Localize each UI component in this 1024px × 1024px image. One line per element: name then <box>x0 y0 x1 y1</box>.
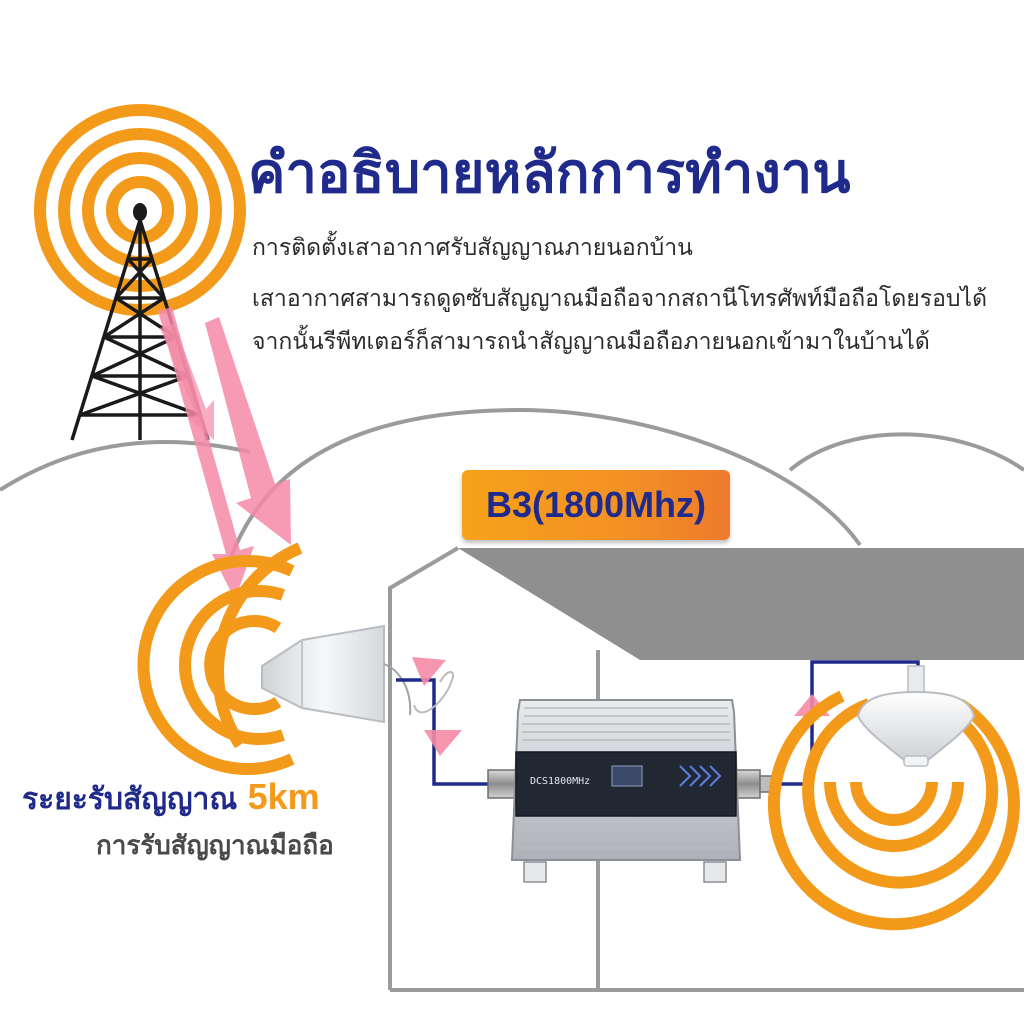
ceiling-antenna-icon <box>856 665 976 767</box>
device-chevrons <box>679 765 722 787</box>
frequency-band-badge: B3(1800Mhz) <box>462 470 730 540</box>
indoor-signal-rings-icon <box>767 690 1020 931</box>
tower-beacon <box>133 203 147 221</box>
description-line-2: เสาอากาศสามารถดูดซับสัญญาณมือถือจากสถานี… <box>252 286 988 312</box>
cable-wire <box>413 671 454 714</box>
page-title: คำอธิบายหลักการทำงาน <box>248 141 851 206</box>
repeater-device-icon: DCS1800MHz <box>487 699 773 883</box>
device-model-label: DCS1800MHz <box>530 776 590 787</box>
range-label: ระยะรับสัญญาณ <box>22 782 238 817</box>
range-caption: การรับสัญญาณมือถือ <box>96 831 334 861</box>
house-roof <box>458 548 1024 660</box>
signal-arrow-3 <box>160 323 214 440</box>
outdoor-signal-rings-icon <box>137 542 303 775</box>
hills-background <box>0 407 1024 561</box>
description-line-3: จากนั้นรีพีทเตอร์ก็สามารถนำสัญญาณมือถือภ… <box>252 329 930 355</box>
range-value: 5km <box>247 776 320 817</box>
signal-arrow-2 <box>205 317 291 545</box>
cable-direction-arrows-left <box>412 657 462 756</box>
device-lcd <box>611 765 643 787</box>
outdoor-antenna-icon <box>261 624 412 724</box>
range-heading: ระยะรับสัญญาณ 5km <box>22 775 320 822</box>
description-line-1: การติดตั้งเสาอากาศรับสัญญาณภายนอกบ้าน <box>252 235 693 261</box>
cell-tower-icon <box>70 219 210 441</box>
